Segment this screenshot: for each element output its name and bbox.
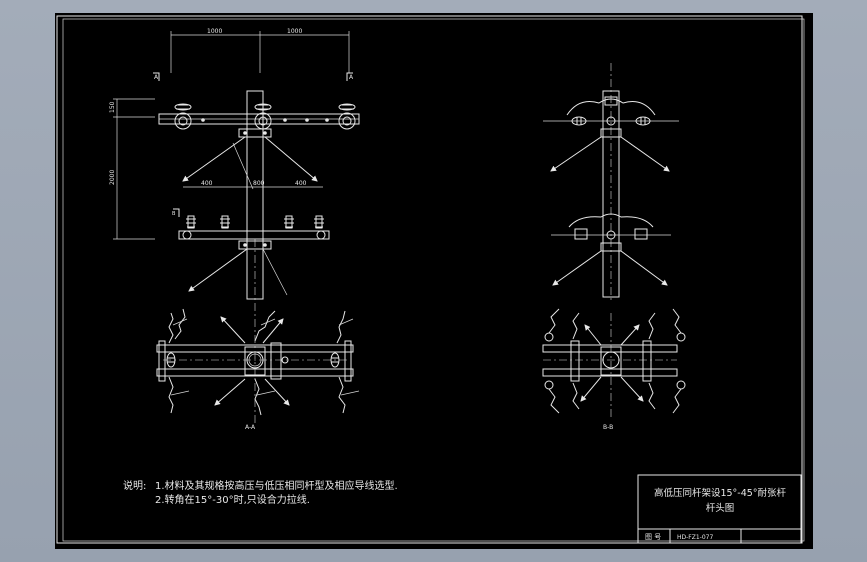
dim-top-left: 1000 (207, 28, 222, 35)
view-label-a: A-A (245, 424, 256, 431)
notes-line-2: 2.转角在15°-30°时,只设合力拉线. (155, 495, 310, 506)
title-block: 高低压同杆架设15°-45°耐张杆 杆头图 图 号 HD-FZ1-077 (637, 474, 802, 544)
drawing-number: HD-FZ1-077 (677, 534, 713, 541)
dim-mid-center: 800 (253, 180, 265, 187)
plan-view-a: A-A (156, 303, 360, 431)
dim-top-right: 1000 (287, 28, 302, 35)
side-elevation-view (543, 63, 679, 303)
front-elevation-view: 1000 1000 A A 150 2000 (109, 28, 360, 303)
title-block-title-line2: 杆头图 (706, 502, 735, 514)
dim-mid-right: 400 (295, 180, 307, 187)
title-block-title-line1: 高低压同杆架设15°-45°耐张杆 (654, 487, 787, 499)
view-label-b: B-B (603, 424, 613, 431)
section-mark-a-left: A (154, 74, 159, 81)
dim-vertical-150: 150 (109, 101, 116, 113)
drawing-outer-frame (56, 15, 803, 544)
section-mark-a-right: A (349, 74, 354, 81)
svg-text:B: B (172, 211, 176, 217)
notes-line-1: 1.材料及其规格按高压与低压相同杆型及相应导线选型. (155, 481, 398, 492)
cad-viewport[interactable]: 1000 1000 A A 150 2000 (55, 13, 813, 549)
drawing-number-label: 图 号 (645, 533, 661, 541)
cad-drawing-sheet: 1000 1000 A A 150 2000 (56, 15, 805, 544)
notes-label: 说明: (123, 481, 147, 492)
dim-vertical-2000: 2000 (109, 170, 116, 185)
plan-view-b: B-B (542, 308, 686, 431)
drawing-inner-frame (62, 18, 805, 542)
dim-mid-left: 400 (201, 180, 213, 187)
